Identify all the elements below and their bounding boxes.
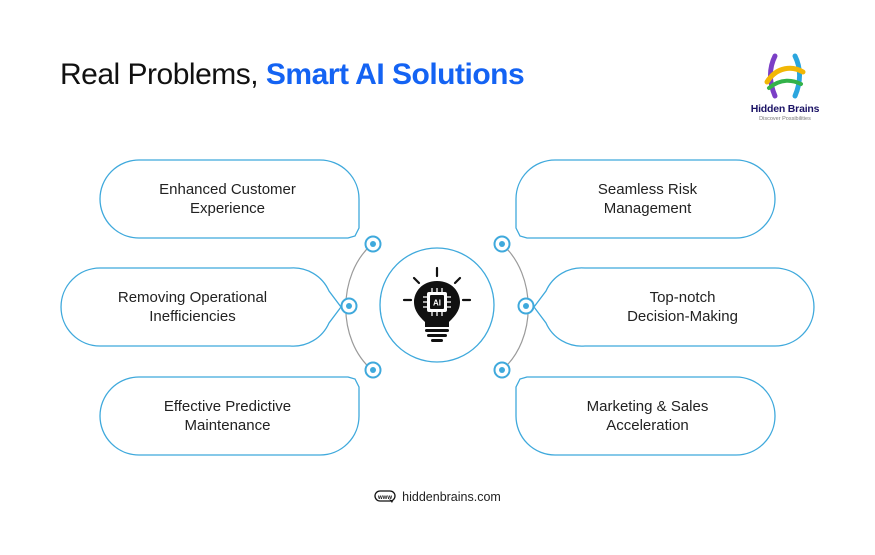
connector-dot	[493, 361, 511, 379]
right-item-2-line2: Decision-Making	[627, 308, 738, 325]
website-link[interactable]: hiddenbrains.com	[402, 490, 501, 504]
right-item-3-line2: Acceleration	[606, 417, 689, 434]
left-item-2-line2: Inefficiencies	[149, 308, 236, 325]
right-item-2-line1: Top-notch	[649, 289, 716, 306]
page-title: Real Problems, Smart AI Solutions	[60, 58, 525, 92]
logo-brand-name: Hidden Brains	[750, 103, 820, 115]
right-item-1-line2: Management	[603, 200, 692, 217]
left-item-2-line1: Removing Operational	[117, 289, 268, 306]
bubble-right-3	[515, 376, 776, 456]
left-item-3-line1: Effective Predictive	[163, 398, 292, 415]
chip-label: AI	[433, 299, 441, 308]
connector-dot	[493, 235, 511, 253]
left-item-3-line2: Maintenance	[184, 417, 271, 434]
logo-mark-icon	[764, 53, 806, 99]
title-part-highlight: Smart AI Solutions	[265, 58, 525, 91]
connector-dot	[340, 297, 358, 315]
connector-dot	[364, 235, 382, 253]
left-item-1-line1: Enhanced Customer	[159, 181, 296, 198]
connector-dot	[517, 297, 535, 315]
bubble-left-1	[99, 159, 360, 239]
title-part-plain: Real Problems,	[60, 58, 266, 91]
bubble-left-3	[99, 376, 360, 456]
hidden-brains-logo: Hidden Brains Discover Possibilities	[740, 52, 830, 122]
footer: www hiddenbrains.com	[0, 490, 875, 504]
lightbulb-ai-icon: AI	[402, 266, 472, 342]
www-icon: www	[374, 490, 396, 503]
right-item-1-line1: Seamless Risk	[597, 181, 698, 198]
bubble-left-2	[60, 267, 342, 347]
logo-tagline: Discover Possibilities	[759, 116, 811, 122]
right-item-3-line1: Marketing & Sales	[586, 398, 709, 415]
svg-text:www: www	[377, 495, 392, 501]
left-item-1-line2: Experience	[189, 200, 266, 217]
bubble-right-1	[515, 159, 776, 239]
connector-dot	[364, 361, 382, 379]
bubble-right-2	[533, 267, 815, 347]
